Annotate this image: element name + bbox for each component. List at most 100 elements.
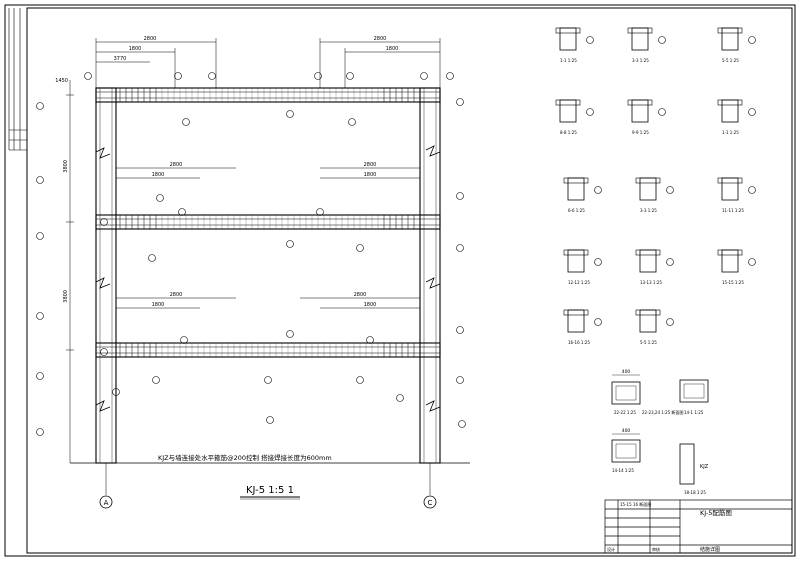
col-section-2: 22-23,24 1:25 断面图 <box>642 409 684 415</box>
dim-top-d: 2800 <box>374 36 387 42</box>
axis-label-a: A <box>104 499 109 507</box>
section-flange <box>555 99 581 106</box>
reinforcement-note: KJZ与墙连接处水平箍筋@200控制 搭接焊接长度为600mm <box>158 453 332 462</box>
section-label: 12-12 1:25 <box>568 280 590 285</box>
rebar-callout <box>152 376 160 384</box>
title-block <box>604 499 793 554</box>
title-block-design: 设计 <box>607 546 615 552</box>
section-flange <box>563 177 589 184</box>
section-callout <box>748 36 756 44</box>
section-callout <box>666 258 674 266</box>
section-outline <box>567 249 585 273</box>
rebar-callout <box>208 72 216 80</box>
rebar-callout <box>84 72 92 80</box>
rebar-callout <box>264 376 272 384</box>
rebar-callout <box>456 244 464 252</box>
section-outline <box>721 99 739 123</box>
section-flange <box>717 99 743 106</box>
axis-label-c: C <box>428 499 433 507</box>
dim-low-c: 2800 <box>354 292 367 298</box>
column-sections <box>611 374 709 485</box>
section-label: 5-5 1:25 <box>640 340 657 345</box>
title-block-sheet: 结施详图 <box>700 546 720 553</box>
section-outline <box>559 27 577 51</box>
rebar-callout <box>346 72 354 80</box>
section-flange <box>627 99 653 106</box>
dim-top-c: 3770 <box>114 56 127 62</box>
section-callout <box>658 108 666 116</box>
section-label: 11-11 1:25 <box>722 208 744 213</box>
section-outline <box>567 309 585 333</box>
section-flange <box>555 27 581 34</box>
axis-bubble-a <box>99 495 113 509</box>
rebar-callout <box>396 394 404 402</box>
rebar-callout <box>36 102 44 110</box>
rebar-callout <box>180 336 188 344</box>
col-section-3: 14-1 1:25 <box>684 410 704 415</box>
col-section-5: 18-18 1:25 <box>684 490 706 495</box>
rebar-callout <box>100 348 108 356</box>
section-outline <box>567 177 585 201</box>
section-callout <box>594 258 602 266</box>
title-block-check: 审核 <box>652 546 660 552</box>
rebar-callout <box>420 72 428 80</box>
dim-low-a: 2800 <box>170 292 183 298</box>
roof-beam <box>95 87 441 103</box>
rebar-callout <box>266 416 274 424</box>
third-floor-beam <box>95 214 441 230</box>
section-callout <box>594 186 602 194</box>
dim-left-1: 1450 <box>55 78 68 84</box>
section-callout <box>666 318 674 326</box>
section-flange <box>563 249 589 256</box>
section-outline <box>631 99 649 123</box>
section-callout <box>748 258 756 266</box>
section-outline <box>721 27 739 51</box>
rebar-callout <box>348 118 356 126</box>
right-column <box>419 87 441 464</box>
section-label: 15-15 1:25 <box>722 280 744 285</box>
drawing-frame <box>26 7 793 554</box>
top-dimensions <box>95 38 441 88</box>
rebar-callout <box>174 72 182 80</box>
rebar-callout <box>36 428 44 436</box>
sheet-border <box>4 4 796 557</box>
section-callout <box>594 318 602 326</box>
rebar-callout <box>148 254 156 262</box>
rebar-callout <box>286 330 294 338</box>
section-outline <box>721 177 739 201</box>
section-callout <box>658 36 666 44</box>
rebar-callout <box>314 72 322 80</box>
rebar-callout <box>286 110 294 118</box>
section-flange <box>717 27 743 34</box>
drawing-title: KJ-5 1:5 1 <box>246 485 294 496</box>
rebar-callout <box>112 388 120 396</box>
section-callout <box>666 186 674 194</box>
col-label: KJZ <box>700 464 709 470</box>
title-block-note: 15-15 16 断面图 <box>620 501 651 507</box>
section-label: 3-3 1:25 <box>640 208 657 213</box>
rebar-callout <box>316 208 324 216</box>
dim-top-e: 1800 <box>386 46 399 52</box>
section-label: 16-16 1:25 <box>568 340 590 345</box>
section-outline <box>639 309 657 333</box>
dim-mid-b: 1800 <box>152 172 165 178</box>
section-outline <box>639 177 657 201</box>
dim-mid-c: 2800 <box>364 162 377 168</box>
binding-strip <box>8 8 27 151</box>
section-label: 13-13 1:25 <box>640 280 662 285</box>
rebar-callout <box>36 176 44 184</box>
title-block-drawing-name: KJ-5配筋图 <box>700 508 732 517</box>
dim-top-b: 1800 <box>129 46 142 52</box>
rebar-callout <box>446 72 454 80</box>
section-flange <box>563 309 589 316</box>
col-section-4: 14-14 1:25 <box>612 468 634 473</box>
section-callout <box>748 186 756 194</box>
dim-mid-d: 1800 <box>364 172 377 178</box>
dim-top-a: 2800 <box>144 36 157 42</box>
section-flange <box>635 249 661 256</box>
section-outline <box>639 249 657 273</box>
rebar-callout <box>456 376 464 384</box>
col-dim-2: 400 <box>622 428 631 434</box>
